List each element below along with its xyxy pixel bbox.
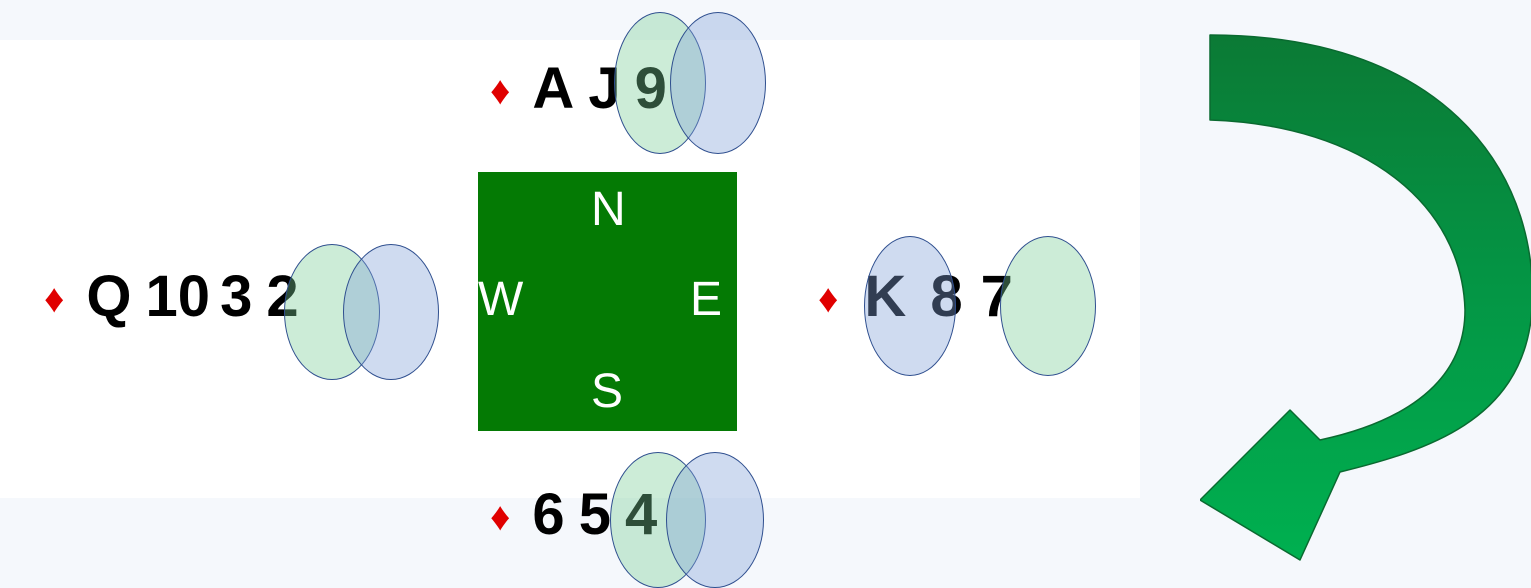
compass-south: S — [591, 365, 624, 418]
north-nine-highlight — [670, 12, 766, 154]
diamond-suit-icon: ♦ — [490, 69, 511, 113]
west-hand: ♦ Q 10 3 2 — [44, 268, 313, 326]
north-card-ace: A — [532, 56, 575, 121]
west-two-highlight — [343, 244, 439, 380]
south-card-five: 5 — [578, 482, 611, 547]
south-four-highlight — [666, 452, 764, 588]
diamond-suit-icon: ♦ — [490, 495, 511, 539]
diamond-suit-icon: ♦ — [818, 277, 839, 321]
bridge-table: N W E S — [478, 172, 737, 431]
diamond-suit-icon: ♦ — [44, 277, 65, 321]
west-card-ten: 10 — [145, 264, 211, 329]
compass-east: E — [690, 273, 723, 326]
compass-north: N — [591, 183, 626, 236]
compass-west: W — [478, 273, 524, 326]
curved-arrow-icon — [1200, 34, 1531, 561]
west-card-three: 3 — [220, 264, 253, 329]
east-seven-highlight — [1000, 236, 1096, 376]
east-king-highlight — [864, 236, 956, 376]
south-card-six: 6 — [532, 482, 565, 547]
west-card-queen: Q — [86, 264, 132, 329]
